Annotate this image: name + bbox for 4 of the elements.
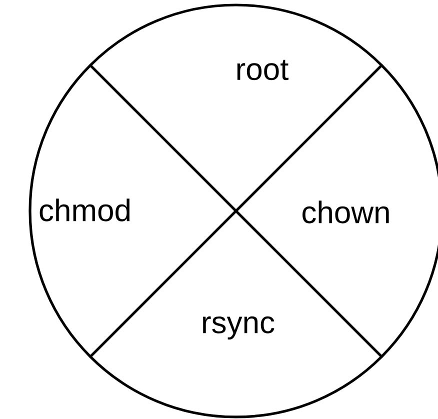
quadrant-label: rsync <box>203 316 274 340</box>
quadrant-label: chown <box>302 200 389 224</box>
quadrant-label: root <box>237 60 288 80</box>
quadrant-label: chmod <box>40 198 130 222</box>
